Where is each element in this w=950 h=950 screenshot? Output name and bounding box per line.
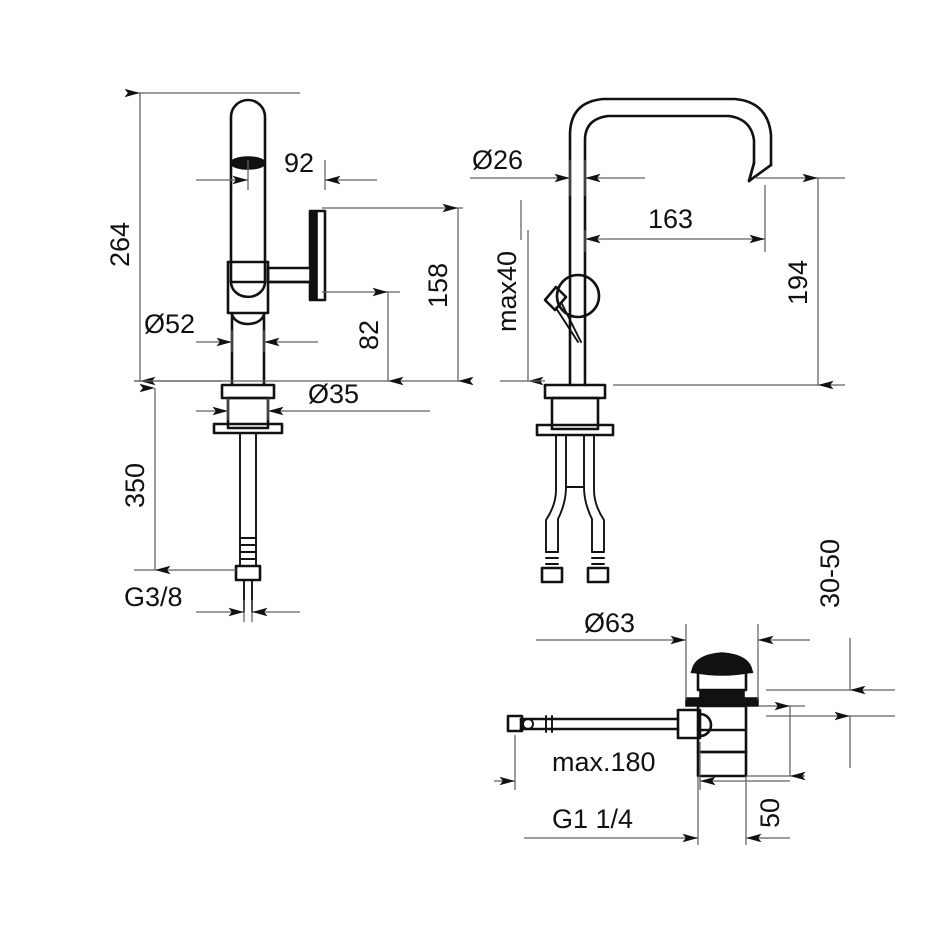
dim-label-g38: G3/8 bbox=[124, 582, 183, 612]
dim-label-max40: max40 bbox=[492, 251, 522, 332]
dim-thread-g114: G1 1/4 bbox=[524, 776, 790, 845]
dim-spout-height-158: 158 bbox=[300, 203, 474, 386]
dim-body-diameter-52: Ø52 bbox=[144, 309, 318, 352]
dim-label-30-50: 30-50 bbox=[815, 539, 845, 608]
dim-label-d26: Ø26 bbox=[472, 145, 523, 175]
front-flexible-hose bbox=[234, 432, 262, 613]
dim-body-height-50: 50 bbox=[746, 701, 806, 828]
dim-handle-width-92: 92 bbox=[196, 148, 377, 190]
dim-spout-diameter-26: Ø26 bbox=[470, 145, 645, 196]
hose-ribbing bbox=[239, 537, 257, 567]
dim-label-264: 264 bbox=[105, 222, 135, 267]
dim-spout-height-194: 194 bbox=[613, 173, 845, 390]
side-flexible-hoses bbox=[540, 434, 610, 584]
pop-up-waste-view: Ø63 30-50 max.180 bbox=[494, 539, 895, 845]
side-gooseneck-spout bbox=[568, 97, 773, 387]
dim-thread-g38: G3/8 bbox=[124, 582, 300, 622]
dim-label-50: 50 bbox=[755, 798, 785, 828]
side-base-flange bbox=[535, 383, 615, 437]
front-lower-stem bbox=[230, 311, 266, 387]
dim-label-max180: max.180 bbox=[552, 747, 656, 777]
waste-pull-rod bbox=[506, 714, 680, 733]
side-lever-handle bbox=[543, 273, 601, 343]
dim-basin-thickness-30-50: 30-50 bbox=[766, 539, 895, 768]
faucet-side-view: Ø26 max40 163 194 bbox=[470, 97, 845, 584]
dim-label-g114: G1 1/4 bbox=[552, 804, 633, 834]
rod-clevis-hole bbox=[522, 718, 534, 730]
dim-max40: max40 bbox=[492, 200, 545, 386]
hose-ribs-left bbox=[545, 551, 559, 565]
dim-handle-height-82: 82 bbox=[322, 287, 404, 386]
dim-cap-diameter-63: Ø63 bbox=[536, 608, 810, 700]
dim-label-163: 163 bbox=[648, 204, 693, 234]
dim-label-d52: Ø52 bbox=[144, 309, 195, 339]
dim-hose-length-350: 350 bbox=[120, 380, 236, 575]
dim-label-d63: Ø63 bbox=[584, 608, 635, 638]
dim-rod-length-180: max.180 bbox=[494, 735, 790, 790]
dim-label-350: 350 bbox=[120, 463, 150, 508]
dim-label-d35: Ø35 bbox=[308, 379, 359, 409]
front-body-block bbox=[226, 260, 270, 315]
hose-ribs-right bbox=[591, 551, 605, 565]
front-lever-handle bbox=[266, 209, 327, 302]
dim-total-height-264: 264 bbox=[105, 88, 300, 386]
lever-grip bbox=[543, 285, 568, 312]
faucet-front-view: 264 92 158 82 bbox=[105, 88, 474, 622]
front-spout-tower bbox=[229, 98, 267, 284]
dim-label-82: 82 bbox=[354, 320, 384, 350]
dim-label-158: 158 bbox=[423, 263, 453, 308]
waste-body bbox=[696, 704, 748, 778]
dim-spout-reach-163: 163 bbox=[584, 185, 766, 252]
waste-collar bbox=[685, 670, 759, 707]
dim-base-diameter-35: Ø35 bbox=[196, 379, 430, 420]
lever-pivot-circle bbox=[555, 273, 601, 319]
dim-label-194: 194 bbox=[783, 260, 813, 305]
waste-ball-joint bbox=[676, 708, 713, 740]
front-base-flange bbox=[212, 383, 284, 435]
dim-label-92: 92 bbox=[284, 148, 314, 178]
